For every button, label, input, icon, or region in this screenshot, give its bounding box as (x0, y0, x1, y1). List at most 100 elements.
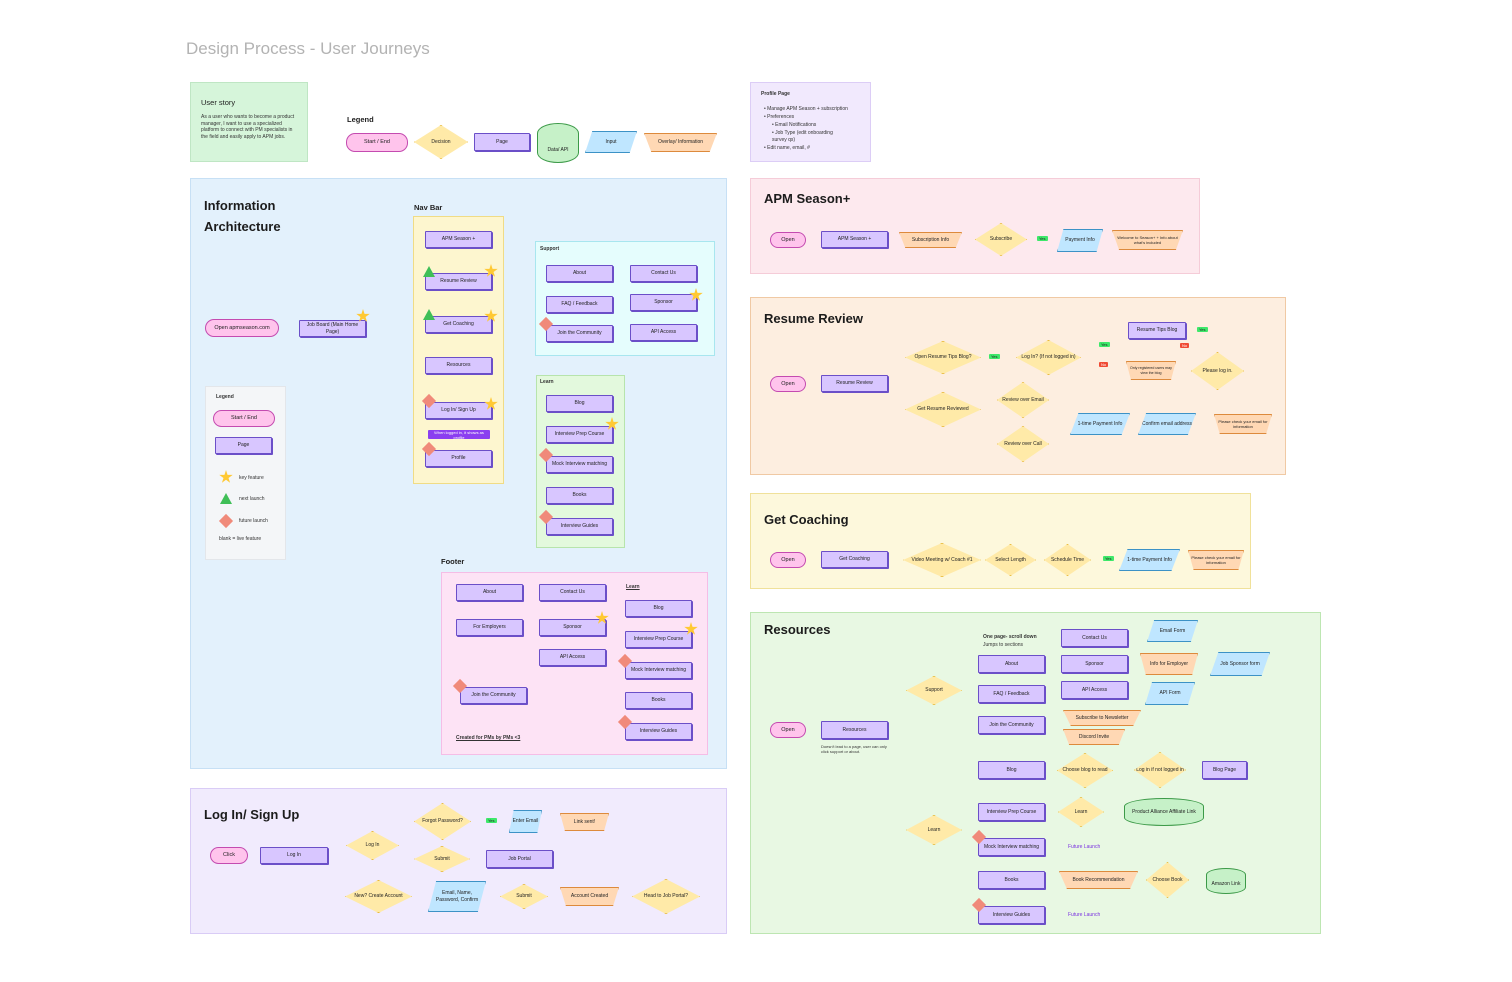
next-launch-triangle-icon (423, 309, 435, 320)
apm-welcome: Welcome to Season+ + Info about what's i… (1112, 230, 1183, 250)
learn-mock: Mock Interview matching (546, 456, 613, 473)
learn-guides: Interview Guides (546, 518, 613, 535)
support-api: API Access (630, 324, 697, 341)
newsletter-overlay: Subscribe to Newsletter (1063, 710, 1141, 726)
resources-title: Resources (764, 622, 831, 637)
api-form-input: API Form (1145, 682, 1195, 705)
learn-prep: Interview Prep Course (546, 426, 613, 443)
apm-title: APM Season+ (764, 191, 851, 206)
next-launch-triangle-icon (220, 493, 232, 504)
nav-apm: APM Season + (425, 231, 492, 248)
no-tag: No (1099, 362, 1109, 367)
yes-tag: Yes (1037, 236, 1048, 241)
yes-tag: Yes (486, 818, 497, 823)
navbar-group (413, 216, 504, 484)
future-launch-label: Future Launch (1068, 844, 1101, 850)
link-sent-overlay: Link sent! (560, 813, 609, 831)
apm-info: Subscription Info (899, 232, 962, 248)
resources-page: Resources (821, 721, 888, 739)
future-launch-label: Future Launch (1068, 912, 1101, 918)
ia-legend-start: Start / End (213, 410, 275, 427)
coaching-title: Get Coaching (764, 512, 849, 527)
info-employer-overlay: Info for Employer (1140, 653, 1198, 675)
footer-learn-label: Learn (626, 584, 640, 590)
book-rec-overlay: Book Recommendation (1059, 871, 1138, 889)
ia-open-node: Open apmseason.com (205, 319, 279, 337)
res-sponsor: Sponsor (1061, 655, 1128, 673)
job-portal-page: Job Portal (486, 850, 553, 868)
ia-job-board: Job Board (Main Home Page) (299, 320, 366, 337)
legend-start-end: Start / End (346, 133, 408, 152)
affiliate-data: Product Alliance Affiliate Link (1124, 798, 1204, 826)
resume-payment: 1-time Payment Info (1070, 413, 1130, 435)
legend-overlay: Overlay/ Information (644, 133, 717, 152)
tips-blog-page: Resume Tips Blog (1128, 322, 1186, 339)
yes-tag: Yes (1103, 556, 1114, 561)
apm-page: APM Season + (821, 231, 888, 248)
resources-open: Open (770, 722, 806, 738)
ia-title-2: Architecture (204, 219, 281, 234)
apm-frame (750, 178, 1200, 274)
footer-blog: Blog (625, 600, 692, 617)
user-story-title: User story (201, 98, 236, 107)
ia-legend-next: next launch (239, 496, 265, 502)
res-contact: Contact Us (1061, 629, 1128, 647)
res-faq: FAQ / Feedback (978, 685, 1045, 703)
footer-contact: Contact Us (539, 584, 606, 601)
legend-data-api: Data/ API (537, 123, 579, 163)
legend-input: Input (585, 131, 637, 153)
login-title: Log In/ Sign Up (204, 807, 300, 822)
enter-email-input: Enter Email (509, 810, 542, 833)
only-registered-overlay: Only registered users may view the blog (1126, 361, 1176, 380)
resume-title: Resume Review (764, 311, 863, 326)
footer-mock: Mock Interview matching (625, 662, 692, 679)
page-title: Design Process - User Journeys (186, 39, 430, 58)
profile-item: • Job Type (edit onboarding survey qs) (772, 130, 833, 143)
resume-open: Open (770, 376, 806, 392)
confirm-email: Confirm email address (1138, 413, 1196, 435)
nav-coaching: Get Coaching (425, 316, 492, 333)
login-page: Log In (260, 847, 328, 864)
apm-open: Open (770, 232, 806, 248)
job-sponsor-form: Job Sponsor form (1210, 652, 1270, 676)
res-mock: Mock Interview matching (978, 838, 1045, 856)
footer-api: API Access (539, 649, 606, 666)
ia-legend-key: key feature (239, 475, 264, 481)
support-contact: Contact Us (630, 265, 697, 282)
legend-decision: Decision (414, 125, 468, 159)
coaching-frame (750, 493, 1251, 589)
navbar-label: Nav Bar (414, 203, 443, 212)
account-fields-input: Email, Name, Password, Confirm (428, 881, 486, 912)
learn-label: Learn (540, 379, 554, 385)
footer-books: Books (625, 692, 692, 709)
footer-credit: Created for PMs by PMs <3 (456, 735, 521, 741)
yes-tag: Yes (1197, 327, 1208, 332)
resume-page: Resume Review (821, 375, 888, 392)
amazon-data: Amazon Link (1206, 868, 1246, 894)
account-created-overlay: Account Created (560, 887, 619, 906)
nav-resume: Resume Review (425, 273, 492, 290)
coaching-payment: 1-time Payment Info (1119, 549, 1180, 571)
user-story-text: As a user who wants to become a product … (201, 114, 295, 140)
ia-legend-title: Legend (216, 394, 234, 400)
footer-employers: For Employers (456, 619, 523, 636)
res-blog: Blog (978, 761, 1045, 779)
yes-tag: Yes (1099, 342, 1110, 347)
logged-in-note: When logged in, it shows as profile (428, 430, 490, 440)
res-about: About (978, 655, 1045, 673)
profile-page-title: Profile Page (761, 91, 790, 97)
footer-sponsor: Sponsor (539, 619, 606, 636)
footer-prep: Interview Prep Course (625, 631, 692, 648)
res-books: Books (978, 871, 1045, 889)
legend-title: Legend (347, 115, 374, 124)
ia-legend-page: Page (215, 437, 272, 454)
profile-item: • Preferences (764, 114, 795, 120)
nav-resources: Resources (425, 357, 492, 374)
nav-login: Log In/ Sign Up (425, 402, 492, 419)
ia-legend-blank: blank = live feature (219, 536, 262, 542)
profile-page-card (750, 82, 871, 162)
support-community: Join the Community (546, 325, 613, 342)
resume-check-email: Please check your email for information (1214, 414, 1272, 434)
res-prep: Interview Prep Course (978, 803, 1045, 821)
